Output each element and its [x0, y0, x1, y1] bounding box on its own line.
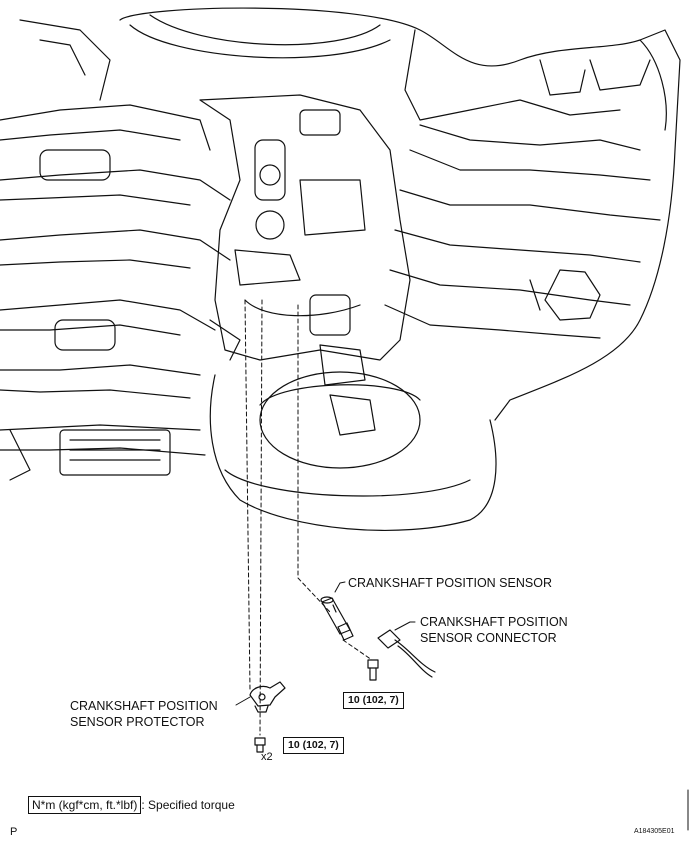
- sensor-bolt-leader-line: [342, 639, 373, 661]
- left-chassis: [0, 19, 231, 481]
- sensor-protector-label-line1: CRANKSHAFT POSITION: [70, 699, 218, 713]
- sensor-bolt-torque-box: 10 (102, 7): [343, 692, 404, 709]
- protector-bolts: [254, 737, 266, 753]
- figure-id: A184305E01: [634, 828, 675, 835]
- transmission-center: [199, 94, 411, 436]
- protector-bolt-torque-box: 10 (102, 7): [283, 737, 344, 754]
- sensor-bolt: [367, 659, 379, 681]
- protector-leader-line: [244, 299, 251, 691]
- sensor-protector-label-line2: SENSOR PROTECTOR: [70, 715, 205, 729]
- crankshaft-sensor-connector-part: [377, 629, 436, 678]
- crankshaft-position-sensor-label: CRANKSHAFT POSITION SENSOR: [348, 576, 552, 590]
- lower-wheel: [209, 371, 497, 531]
- torque-legend-description: : Specified torque: [141, 798, 235, 812]
- sensor-leader-line: [297, 304, 331, 613]
- sensor-connector-label-line1: CRANKSHAFT POSITION: [420, 615, 568, 629]
- view-code: P: [10, 826, 18, 838]
- dashed-leaders: [244, 299, 373, 736]
- torque-legend-units: N*m (kgf*cm, ft.*lbf): [28, 796, 142, 814]
- crankshaft-sensor-protector-part: [249, 681, 286, 713]
- label-leaders: [235, 581, 416, 706]
- oil-pan-body: [119, 7, 681, 421]
- sensor-connector-label-line2: SENSOR CONNECTOR: [420, 631, 557, 645]
- protector-bolt-leader-line: [259, 299, 263, 736]
- crankshaft-position-sensor-part: [320, 596, 354, 641]
- torque-legend: N*m (kgf*cm, ft.*lbf): Specified torque: [28, 796, 235, 814]
- bolt-quantity-label: x2: [261, 751, 273, 763]
